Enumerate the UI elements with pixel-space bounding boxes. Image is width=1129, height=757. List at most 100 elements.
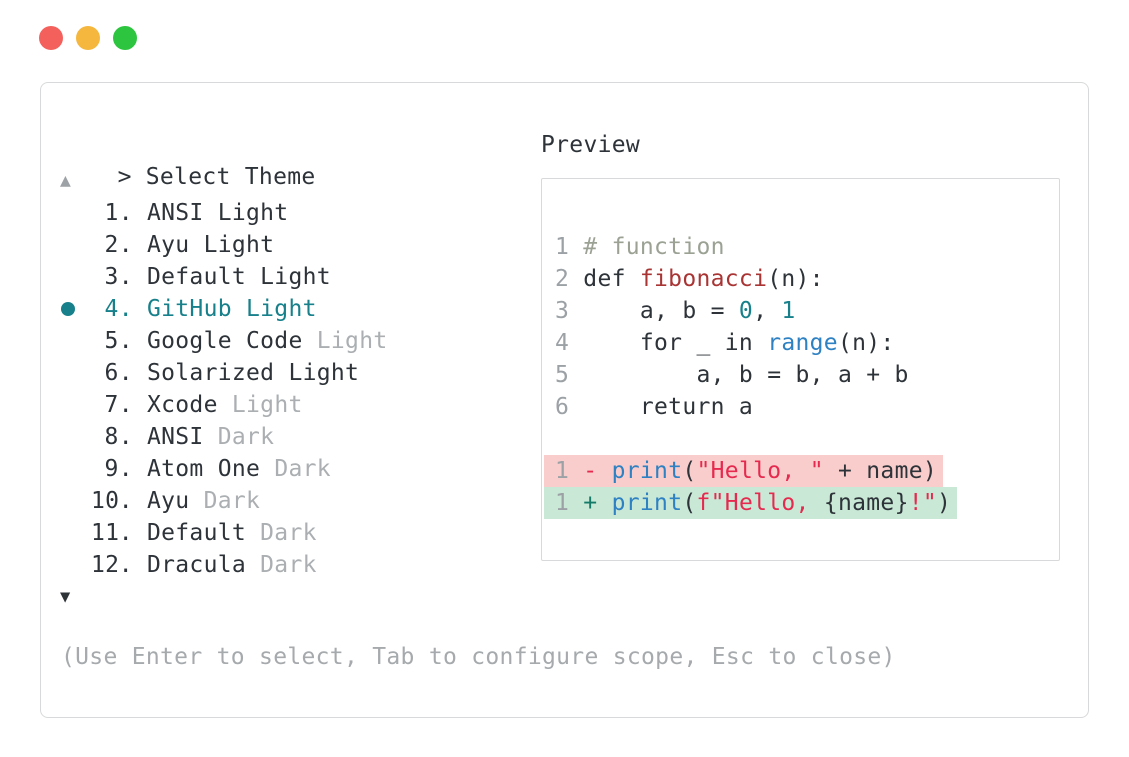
token-number: 1 <box>781 298 796 324</box>
theme-option-2[interactable]: 2. Ayu Light <box>41 229 541 261</box>
code-line: 6 return a <box>542 391 1059 423</box>
prompt-chevron-icon: > <box>117 164 132 190</box>
theme-number: 10 <box>91 488 120 514</box>
token-del: - <box>569 458 612 484</box>
token-plain: {name} <box>823 490 909 516</box>
theme-name: ANSI <box>146 424 204 450</box>
theme-name: Ayu <box>146 488 190 514</box>
theme-option-3[interactable]: 3. Default Light <box>41 261 541 293</box>
line-number: 6 <box>555 394 584 420</box>
theme-number-separator: . <box>118 232 147 258</box>
theme-number: 7 <box>104 392 119 418</box>
scroll-up-icon[interactable]: ▲ <box>60 170 71 191</box>
line-number: 1 <box>555 234 584 260</box>
theme-number-separator: . <box>118 328 147 354</box>
theme-variant-suffix: Light <box>302 328 388 354</box>
token-string: !" <box>908 490 938 516</box>
theme-number: 4 <box>104 296 119 322</box>
theme-number-separator: . <box>118 200 147 226</box>
theme-number-separator: . <box>118 296 147 322</box>
theme-number: 1 <box>104 200 119 226</box>
token-plain: (n): <box>767 266 824 292</box>
code-line: 1 + print(f"Hello, {name}!") <box>544 487 958 519</box>
theme-option-10[interactable]: 10. Ayu Dark <box>41 485 541 517</box>
token-plain: , <box>753 298 782 324</box>
token-comment: # function <box>583 234 725 260</box>
theme-option-8[interactable]: 8. ANSI Dark <box>41 421 541 453</box>
theme-number: 8 <box>104 424 119 450</box>
theme-number: 3 <box>104 264 119 290</box>
token-plain: (n): <box>837 330 895 356</box>
theme-number-separator: . <box>118 392 147 418</box>
selected-indicator-icon <box>61 302 91 316</box>
token-plain: ) <box>937 490 952 516</box>
code-line: 1 # function <box>542 231 1059 263</box>
theme-name: Default Light <box>146 264 331 290</box>
theme-number-separator: . <box>118 424 147 450</box>
theme-option-5[interactable]: 5. Google Code Light <box>41 325 541 357</box>
line-number: 5 <box>555 362 584 388</box>
theme-option-4[interactable]: 4. GitHub Light <box>41 293 541 325</box>
token-builtin: print <box>611 490 683 516</box>
theme-option-7[interactable]: 7. Xcode Light <box>41 389 541 421</box>
code-line: 3 a, b = 0, 1 <box>542 295 1059 327</box>
theme-variant-suffix: Dark <box>203 424 275 450</box>
token-plain: ( <box>682 458 697 484</box>
token-plain: + name) <box>823 458 938 484</box>
theme-name: GitHub Light <box>146 296 317 322</box>
token-plain: for _ in <box>583 330 768 356</box>
theme-number-separator: . <box>118 360 147 386</box>
scroll-down-icon[interactable]: ▼ <box>60 587 71 607</box>
theme-variant-suffix: Dark <box>260 456 331 482</box>
theme-name: Xcode <box>146 392 218 418</box>
line-number: 3 <box>555 298 584 324</box>
minimize-button[interactable] <box>76 26 100 50</box>
close-button[interactable] <box>39 26 63 50</box>
zoom-button[interactable] <box>113 26 137 50</box>
theme-number: 6 <box>104 360 119 386</box>
theme-number: 12 <box>91 552 120 578</box>
theme-number: 5 <box>104 328 119 354</box>
theme-name: Ayu Light <box>146 232 275 258</box>
line-number: 4 <box>555 330 584 356</box>
theme-number-separator: . <box>118 488 147 514</box>
theme-option-9[interactable]: 9. Atom One Dark <box>41 453 541 485</box>
token-plain: a, b = b, a + b <box>583 362 909 388</box>
theme-name: Google Code <box>146 328 303 354</box>
prompt-title: Select Theme <box>145 164 316 190</box>
code-line: 4 for _ in range(n): <box>542 327 1059 359</box>
token-ins: + <box>569 490 612 516</box>
theme-option-11[interactable]: 11. Default Dark <box>41 517 541 549</box>
theme-number: 11 <box>91 520 120 546</box>
help-text: (Use Enter to select, Tab to configure s… <box>61 644 896 670</box>
token-builtin: print <box>611 458 683 484</box>
token-string: "Hello, " <box>696 458 824 484</box>
selected-dot-icon <box>61 302 75 316</box>
theme-option-12[interactable]: 12. Dracula Dark <box>41 549 541 581</box>
theme-option-6[interactable]: 6. Solarized Light <box>41 357 541 389</box>
line-number: 1 <box>555 490 570 516</box>
code-line: 1 - print("Hello, " + name) <box>544 455 944 487</box>
theme-name: Dracula <box>146 552 247 578</box>
theme-number-separator: . <box>118 264 147 290</box>
theme-number: 9 <box>104 456 119 482</box>
theme-number: 2 <box>104 232 119 258</box>
token-plain: def <box>583 266 640 292</box>
token-defname: fibonacci <box>639 266 768 292</box>
code-line: 5 a, b = b, a + b <box>542 359 1059 391</box>
token-plain: a, b = <box>583 298 739 324</box>
code-line: 2 def fibonacci(n): <box>542 263 1059 295</box>
theme-variant-suffix: Dark <box>189 488 261 514</box>
theme-name: Atom One <box>146 456 261 482</box>
theme-variant-suffix: Light <box>217 392 303 418</box>
code-blank-line <box>542 423 1059 455</box>
theme-number-separator: . <box>118 520 147 546</box>
theme-number-separator: . <box>118 456 147 482</box>
prompt-line: > Select Theme <box>61 129 316 225</box>
theme-number-separator: . <box>118 552 147 578</box>
theme-option-1[interactable]: 1. ANSI Light <box>41 197 541 229</box>
theme-name: Solarized Light <box>146 360 360 386</box>
